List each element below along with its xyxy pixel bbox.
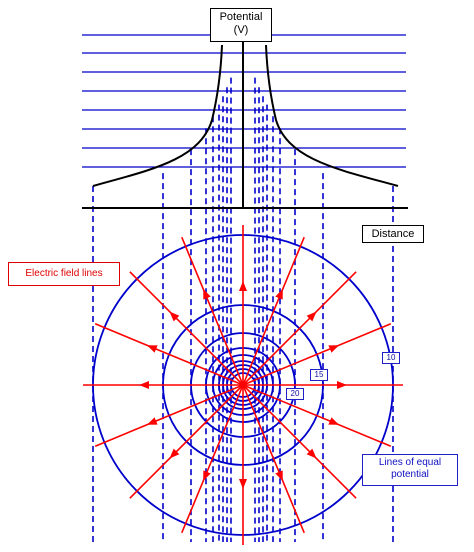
field-line <box>242 384 305 534</box>
field-line <box>181 384 244 534</box>
potential-axis-label: Potential (V) <box>210 8 272 42</box>
field-line <box>94 384 244 447</box>
equipotential-value-20: 20 <box>286 388 304 400</box>
equipotential-value-10: 10 <box>382 352 400 364</box>
equipotential-lines-label: Lines of equal potential <box>362 454 458 486</box>
field-line-arrow <box>169 448 180 459</box>
field-line-arrow <box>169 311 180 322</box>
potential-curve-graph <box>82 42 408 209</box>
equipotential-label-line1: Lines of equal <box>378 457 442 468</box>
field-line <box>94 323 244 386</box>
field-line-arrow <box>306 311 317 322</box>
equipotential-value-15: 15 <box>310 369 328 381</box>
potential-unit: (V) <box>233 23 249 36</box>
field-line <box>129 271 244 386</box>
field-line <box>242 384 392 447</box>
field-line <box>242 384 357 499</box>
potential-title: Potential <box>219 11 263 23</box>
electric-field-lines <box>83 225 403 545</box>
field-line <box>129 384 244 499</box>
equipotential-label-line2: potential <box>391 468 429 480</box>
potential-curve-left <box>92 44 223 187</box>
field-line <box>242 271 357 386</box>
field-line <box>242 236 305 386</box>
potential-curve-right <box>265 44 399 187</box>
electric-field-lines-label: Electric field lines <box>8 262 120 286</box>
distance-axis-label: Distance <box>362 225 424 243</box>
field-line <box>181 236 244 386</box>
field-line-arrow <box>306 448 317 459</box>
field-line <box>242 323 392 386</box>
